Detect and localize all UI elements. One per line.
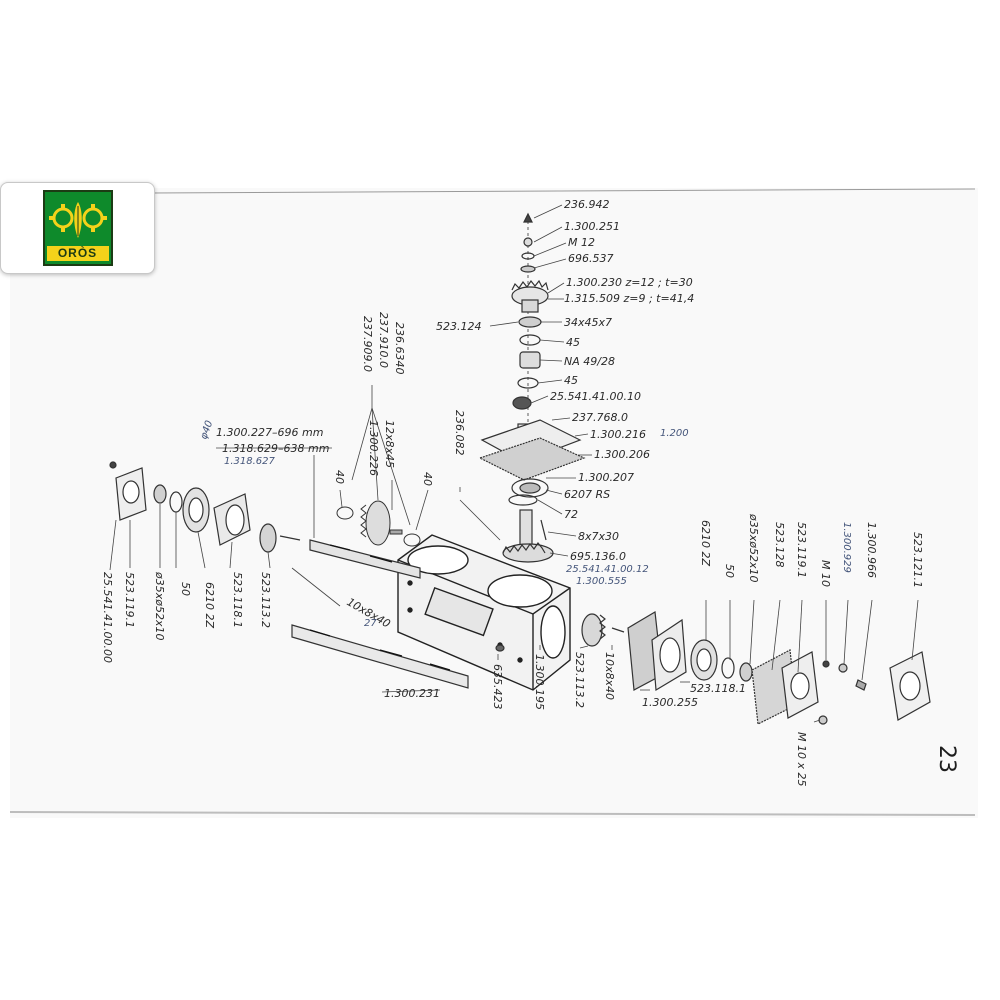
leader-lines <box>109 204 919 723</box>
label-236942: 236.942 <box>564 198 610 211</box>
label-45-upper: 45 <box>566 336 580 349</box>
label-1300966: 1.300.966 <box>865 522 878 578</box>
label-236082: 236.082 <box>453 410 466 456</box>
label-1300216: 1.300.216 <box>590 428 646 441</box>
input-shaft <box>309 539 421 579</box>
label-na4928: NA 49/28 <box>564 355 615 368</box>
label-5231181-left: 523.118.1 <box>231 572 244 628</box>
label-m10x25: M 10 x 25 <box>795 732 808 786</box>
left-side-parts <box>109 461 301 553</box>
label-40-left: 40 <box>333 470 346 484</box>
gasket <box>478 437 586 481</box>
label-5231191-right: 523.119.1 <box>795 522 808 578</box>
label-6951360: 695.136.0 <box>570 550 626 563</box>
label-5231211: 523.121.1 <box>911 532 924 588</box>
sheet-bottom-edge <box>9 811 976 816</box>
bevel-gear-horizontal <box>336 500 421 547</box>
bevel-gear-vertical <box>502 541 554 563</box>
label-1300227: 1.300.227–696 mm <box>216 426 323 439</box>
label-2379100: 237.910.0 <box>377 312 390 368</box>
right-pinion <box>581 613 606 647</box>
label-hand-note-1: 1.200 <box>660 428 689 439</box>
label-1300206: 1.300.206 <box>594 448 650 461</box>
label-6210-right: 6210 2Z <box>699 520 712 566</box>
label-40-right: 40 <box>421 472 434 486</box>
label-6210-left: 6210 2Z <box>203 582 216 628</box>
label-5231191-left: 523.119.1 <box>123 572 136 628</box>
right-side-parts <box>495 611 931 725</box>
label-50-left: 50 <box>179 582 192 596</box>
label-1300251: 1.300.251 <box>564 220 620 233</box>
label-255414100: 25.541.41.00.10 <box>550 390 641 403</box>
label-hand-27: 27 <box>364 618 377 629</box>
label-5231132-left: 523.113.2 <box>259 572 272 628</box>
label-12x8x45: 12x8x45 <box>383 420 396 468</box>
label-8x7x30: 8x7x30 <box>578 530 619 543</box>
label-2377680: 237.768.0 <box>572 411 628 424</box>
output-shaft <box>291 624 469 689</box>
brand-logo: ORÒS <box>42 190 113 266</box>
label-m12: M 12 <box>568 236 595 249</box>
label-2554114: 25.541.41.00.12 <box>566 564 649 575</box>
logo-text: ORÒS <box>46 246 109 261</box>
label-2366340: 236.6340 <box>393 322 406 375</box>
label-6207rs: 6207 RS <box>564 488 610 501</box>
scanned-sheet <box>10 188 978 818</box>
sprocket <box>511 279 549 313</box>
label-1300230: 1.300.230 z=12 ; t=30 <box>566 276 693 289</box>
page-number: 23 <box>934 745 959 773</box>
label-1315509: 1.315.509 z=9 ; t=41,4 <box>564 292 694 305</box>
gearbox-housing <box>397 534 571 691</box>
label-1300555: 1.300.555 <box>576 576 627 587</box>
label-2379090: 237.909.0 <box>361 316 374 372</box>
label-m10: M 10 <box>819 560 832 587</box>
label-696537: 696.537 <box>568 252 614 265</box>
top-shaft-assembly <box>478 212 586 563</box>
right-bearing <box>690 639 718 681</box>
label-72: 72 <box>564 508 578 521</box>
label-1300929: 1.300.929 <box>841 522 852 573</box>
logo-card: ORÒS <box>0 182 155 274</box>
label-10x8x40-right: 10x8x40 <box>603 652 616 700</box>
label-523124: 523.124 <box>436 320 482 333</box>
label-635423: 635.423 <box>491 664 504 710</box>
label-50-right: 50 <box>723 564 736 578</box>
label-523128: 523.128 <box>773 522 786 568</box>
label-2554141000: 25.541.41.00.00 <box>101 572 114 663</box>
sheet-top-edge <box>149 188 976 194</box>
label-5231181-right: 523.118.1 <box>690 682 746 695</box>
label-5231132-right: 523.113.2 <box>573 652 586 708</box>
label-34x45x7: 34x45x7 <box>564 316 612 329</box>
label-35x52-right: ø35xø52x10 <box>747 513 760 582</box>
label-1318627-hand: 1.318.627 <box>224 456 276 467</box>
label-1300255: 1.300.255 <box>642 696 698 709</box>
label-35x52-left: ø35xø52x10 <box>153 571 166 640</box>
label-45-lower: 45 <box>564 374 578 387</box>
label-1318629: 1.318.629–638 mm <box>222 442 329 455</box>
label-1300195: 1.300.195 <box>533 654 546 710</box>
label-1300207: 1.300.207 <box>578 471 634 484</box>
gear-icon <box>48 202 107 238</box>
label-1300226: 1.300.226 <box>367 420 380 476</box>
left-bearing <box>182 487 210 533</box>
label-1300231: 1.300.231 <box>384 687 440 700</box>
